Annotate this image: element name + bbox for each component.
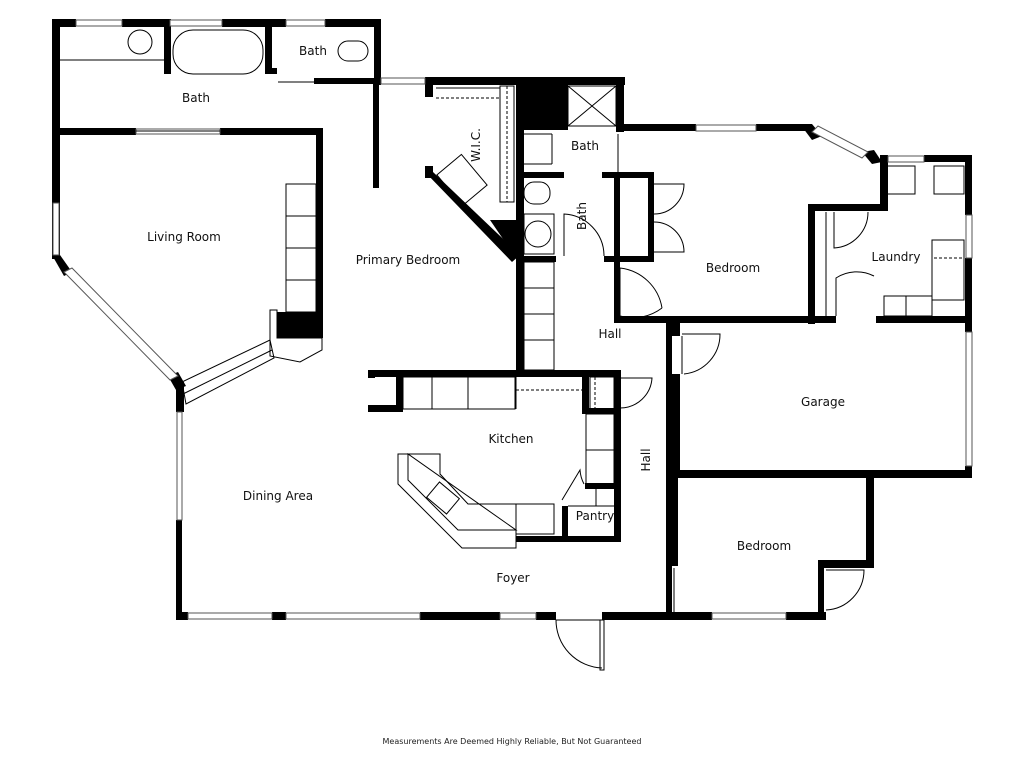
room-label-dining-area: Dining Area	[243, 489, 313, 503]
walls	[52, 19, 972, 620]
room-label-hall-2: Hall	[639, 448, 653, 471]
room-label-bath-small: Bath	[575, 202, 589, 230]
room-label-garage: Garage	[801, 395, 845, 409]
room-label-bath-top: Bath	[182, 91, 210, 105]
room-label-laundry: Laundry	[872, 250, 921, 264]
room-label-primary-bedroom: Primary Bedroom	[356, 253, 460, 267]
room-label-hall-1: Hall	[598, 327, 621, 341]
room-label-pantry: Pantry	[576, 509, 614, 523]
room-label-bath-wc: Bath	[299, 44, 327, 58]
room-label-kitchen: Kitchen	[488, 432, 533, 446]
room-label-living-room: Living Room	[147, 230, 221, 244]
room-label-wic: W.I.C.	[469, 128, 483, 162]
room-label-foyer: Foyer	[496, 571, 529, 585]
room-label-bedroom-3: Bedroom	[737, 539, 791, 553]
room-label-bath-shower: Bath	[571, 139, 599, 153]
disclaimer-text: Measurements Are Deemed Highly Reliable,…	[382, 737, 642, 746]
room-labels: Bath Bath Living Room Primary Bedroom W.…	[147, 44, 920, 585]
fixtures	[60, 29, 965, 671]
room-label-bedroom-2: Bedroom	[706, 261, 760, 275]
